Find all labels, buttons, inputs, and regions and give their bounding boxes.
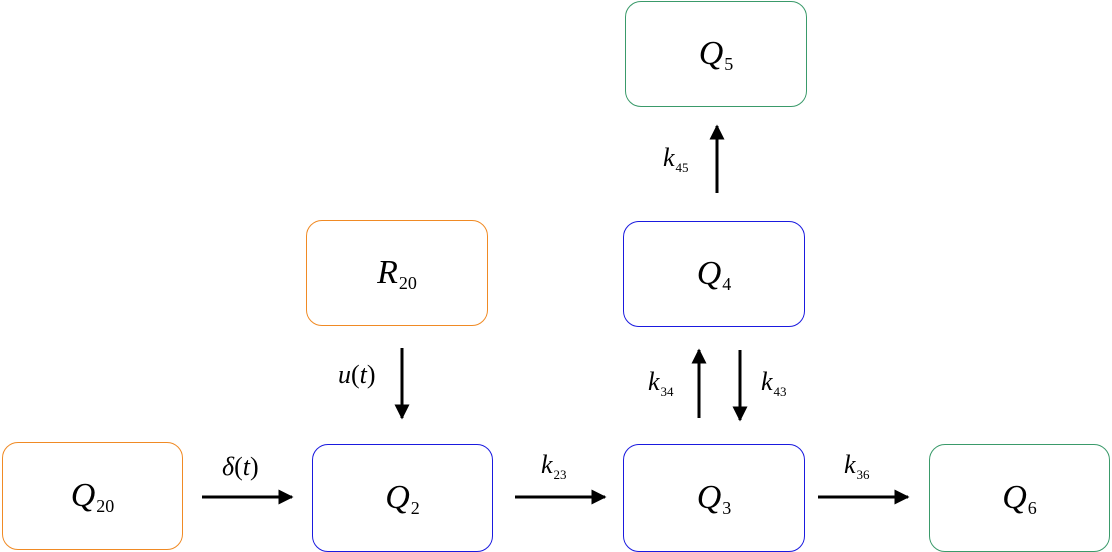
box-q4-symbol: Q [696,255,722,292]
box-q2-symbol: Q [385,479,410,516]
box-q20-subscript: 20 [96,495,115,516]
label-delta-arg: t [242,452,250,481]
label-k45-symbol: k [663,143,675,172]
box-r20-subscript: 20 [398,272,417,293]
label-k43-symbol: k [761,367,773,396]
box-q5-subscript: 5 [724,53,734,74]
box-q5-symbol: Q [698,35,724,72]
label-u: u(t) [338,360,376,389]
label-k43-subscript: 43 [773,384,787,399]
label-k34: k34 [648,367,674,399]
label-k23-symbol: k [541,450,553,479]
label-k45: k45 [663,143,689,175]
label-k36-subscript: 36 [856,467,870,482]
label-k36-symbol: k [844,450,856,479]
box-q6-symbol: Q [1002,479,1027,516]
label-delta: δ(t) [222,452,259,481]
box-q3-subscript: 3 [722,497,732,518]
label-u-symbol: u [338,360,351,389]
label-delta-symbol: δ [222,452,235,481]
box-q20-symbol: Q [70,477,96,514]
box-q2-subscript: 2 [410,497,420,518]
label-k43: k43 [761,367,787,399]
box-q6-subscript: 6 [1027,497,1037,518]
box-q4-subscript: 4 [722,273,732,294]
box-q3-symbol: Q [696,479,722,516]
label-k23-subscript: 23 [553,467,567,482]
box-r20-symbol: R [377,254,398,291]
label-k23: k23 [541,450,567,482]
label-u-arg: t [359,360,367,389]
label-k34-subscript: 34 [660,384,674,399]
label-k45-subscript: 45 [675,160,689,175]
label-k36: k36 [844,450,870,482]
label-k34-symbol: k [648,367,660,396]
